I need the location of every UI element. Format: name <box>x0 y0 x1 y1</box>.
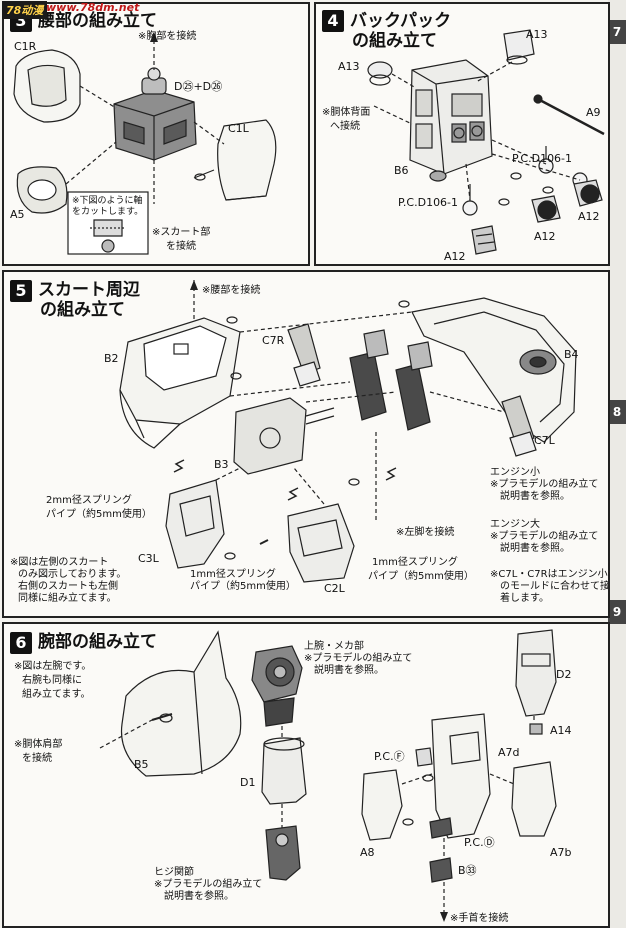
step6-number: 6 <box>10 632 32 654</box>
note-connect-back: ※胴体背面 <box>322 107 371 118</box>
side-tab: 9 <box>608 600 626 624</box>
part-a14: A14 <box>550 724 572 737</box>
note-spring-1mm-b-line2: パイプ（約5mm使用） <box>368 571 474 582</box>
part-a9: A9 <box>586 106 601 119</box>
note-spring-2mm-line2: パイプ（約5mm使用） <box>46 509 152 520</box>
part-b4: B4 <box>564 348 579 361</box>
step4-title-line2: の組み立て <box>352 31 437 51</box>
pc-d: P.C.Ⓓ <box>464 836 495 849</box>
note-left-skirt-3: 右側のスカートも左側 <box>18 581 118 592</box>
note-left-skirt-2: のみ図示しております。 <box>18 569 127 580</box>
part-b6: B6 <box>394 164 409 177</box>
step5-title-line2: の組み立て <box>40 300 125 320</box>
note-engine-large: エンジン大 <box>490 519 540 530</box>
watermark-logo: 78动漫 <box>2 1 48 19</box>
part-b3: B3 <box>214 458 229 471</box>
step5-number: 5 <box>10 280 32 302</box>
step6-panel: 6 腕部の組み立て <box>2 622 610 928</box>
note-engine-small-n2: 説明書を参照。 <box>500 491 570 502</box>
note-elbow-n2: 説明書を参照。 <box>164 891 234 902</box>
note-left-arm-2: 右腕も同様に <box>22 675 82 686</box>
note-spring-2mm: 2mm径スプリング <box>46 495 132 506</box>
part-a12-mid: A12 <box>534 230 556 243</box>
note-connect-waist: ※腰部を接続 <box>202 285 261 296</box>
part-a7d: A7d <box>498 746 520 759</box>
part-c7l: C7L <box>534 434 555 447</box>
part-a7b: A7b <box>550 846 572 859</box>
note-left-skirt-1: ※図は左側のスカート <box>10 557 109 568</box>
part-a5: A5 <box>10 208 25 221</box>
part-a13-left: A13 <box>338 60 360 73</box>
note-engine-large-n1: ※プラモデルの組み立て <box>490 531 599 542</box>
note-connect-back-line2: へ接続 <box>330 121 360 132</box>
note-c7-1: ※C7L・C7Rはエンジン小 <box>490 569 608 580</box>
watermark-url: www.78dm.net <box>46 1 140 14</box>
note-cut-hint: ※下図のように軸 をカットします。 <box>72 196 144 217</box>
step6-arm-diagram <box>99 629 557 922</box>
step4-number: 4 <box>322 10 344 32</box>
part-c1r: C1R <box>14 40 37 53</box>
pc-f: P.C.Ⓕ <box>374 750 405 763</box>
step6-title: 腕部の組み立て <box>38 632 157 652</box>
part-d2: D2 <box>556 668 572 681</box>
note-upper-arm-n2: 説明書を参照。 <box>314 665 384 676</box>
part-b5: B5 <box>134 758 149 771</box>
part-a12-bottom: A12 <box>444 250 466 263</box>
note-elbow-n1: ※プラモデルの組み立て <box>154 879 263 890</box>
note-left-arm-3: 組み立てます。 <box>22 689 91 700</box>
part-a12-right: A12 <box>578 210 600 223</box>
note-connect-shoulder-line2: を接続 <box>22 753 52 764</box>
step4-title-line1: バックパック <box>350 11 452 31</box>
side-tab: 8 <box>608 400 626 424</box>
part-a13-top: A13 <box>526 28 548 41</box>
part-c3l: C3L <box>138 552 159 565</box>
pc-d106-left: P.C.D106-1 <box>398 196 459 209</box>
note-connect-skirt-line2: を接続 <box>166 241 196 252</box>
side-tab: 7 <box>608 20 626 44</box>
part-b33: B㉝ <box>458 864 477 877</box>
step5-title-line1: スカート周辺 <box>38 280 140 300</box>
note-spring-1mm-b: 1mm径スプリング <box>372 557 458 568</box>
step5-panel: 5 スカート周辺 の組み立て <box>2 270 610 618</box>
step3-waist-diagram <box>13 32 277 255</box>
note-c7-2: のモールドに合わせて接 <box>500 581 610 592</box>
note-connect-shoulder: ※胴体肩部 <box>14 739 63 750</box>
part-c1l: C1L <box>228 122 249 135</box>
note-connect-skirt: ※スカート部 <box>152 227 211 238</box>
note-upper-arm: 上腕・メカ部 <box>304 641 364 652</box>
step3-panel: 3 腰部の組み立て <box>2 2 310 266</box>
neighbor-page-edge <box>608 0 626 928</box>
note-c7-3: 着します。 <box>500 593 549 604</box>
note-engine-small-n1: ※プラモデルの組み立て <box>490 479 599 490</box>
part-d25-d26: D㉕+D㉖ <box>174 80 223 93</box>
note-upper-arm-n1: ※プラモデルの組み立て <box>304 653 413 664</box>
note-left-arm-1: ※図は左腕です。 <box>14 661 92 672</box>
note-connect-hand: ※手首を接続 <box>450 913 509 924</box>
part-b2: B2 <box>104 352 119 365</box>
note-connect-chest: ※胸部を接続 <box>138 31 197 42</box>
part-a8: A8 <box>360 846 375 859</box>
step4-backpack-diagram <box>367 29 605 255</box>
note-left-skirt-4: 同様に組み立てます。 <box>18 593 117 604</box>
step4-panel: 4 バックパック の組み立て <box>314 2 610 266</box>
pc-d106-right: P.C.D106-1 <box>512 152 573 165</box>
part-c7r: C7R <box>262 334 285 347</box>
part-d1: D1 <box>240 776 256 789</box>
step3-title: 腰部の組み立て <box>38 11 157 31</box>
site-watermark: 78动漫 www.78dm.net <box>0 0 152 19</box>
note-connect-left-leg: ※左脚を接続 <box>396 527 455 538</box>
note-spring-1mm-a-line2: パイプ（約5mm使用） <box>190 581 296 592</box>
step5-skirt-diagram <box>119 280 577 583</box>
note-engine-small: エンジン小 <box>490 467 540 478</box>
note-elbow: ヒジ関節 <box>154 867 194 878</box>
part-c2l: C2L <box>324 582 345 595</box>
note-engine-large-n2: 説明書を参照。 <box>500 543 570 554</box>
note-spring-1mm-a: 1mm径スプリング <box>190 569 276 580</box>
